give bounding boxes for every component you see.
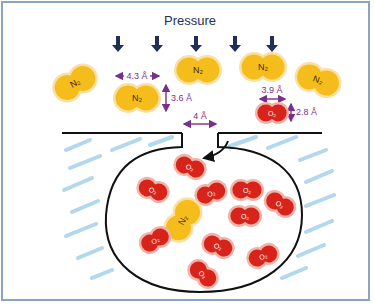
entry-arrow xyxy=(204,141,228,158)
molecule-label: N₂ xyxy=(289,56,347,103)
molecule-label: N₂ xyxy=(173,54,223,86)
oxygen-molecule: O₂ xyxy=(228,204,262,228)
nitrogen-molecule: N₂ xyxy=(173,54,223,86)
oxygen-molecule: O₂ xyxy=(255,101,289,125)
nitrogen-molecule: N₂ xyxy=(112,82,162,114)
molecule-label: O₂ xyxy=(255,101,289,125)
dimension-label: 4.3 Å xyxy=(124,71,149,81)
nitrogen-molecule: N₂ xyxy=(45,57,104,110)
molecule-label: O₂ xyxy=(230,178,264,202)
pore-cavity xyxy=(106,133,302,292)
dimension-label: 3.6 Å xyxy=(171,93,192,103)
nitrogen-molecule: N₂ xyxy=(238,51,288,83)
molecule-label: N₂ xyxy=(45,57,104,110)
molecule-label: N₂ xyxy=(238,51,288,83)
pressure-label: Pressure xyxy=(164,13,216,28)
dimension-label: 3.9 Å xyxy=(261,85,282,95)
molecule-label: N₂ xyxy=(112,82,162,114)
oxygen-molecule: O₂ xyxy=(230,178,264,202)
nitrogen-molecule: N₂ xyxy=(289,56,347,103)
pressure-arrows xyxy=(112,36,278,52)
dimension-label: 2.8 Å xyxy=(296,107,317,117)
dimension-label: 4 Å xyxy=(193,111,207,121)
molecule-label: O₂ xyxy=(228,204,262,228)
